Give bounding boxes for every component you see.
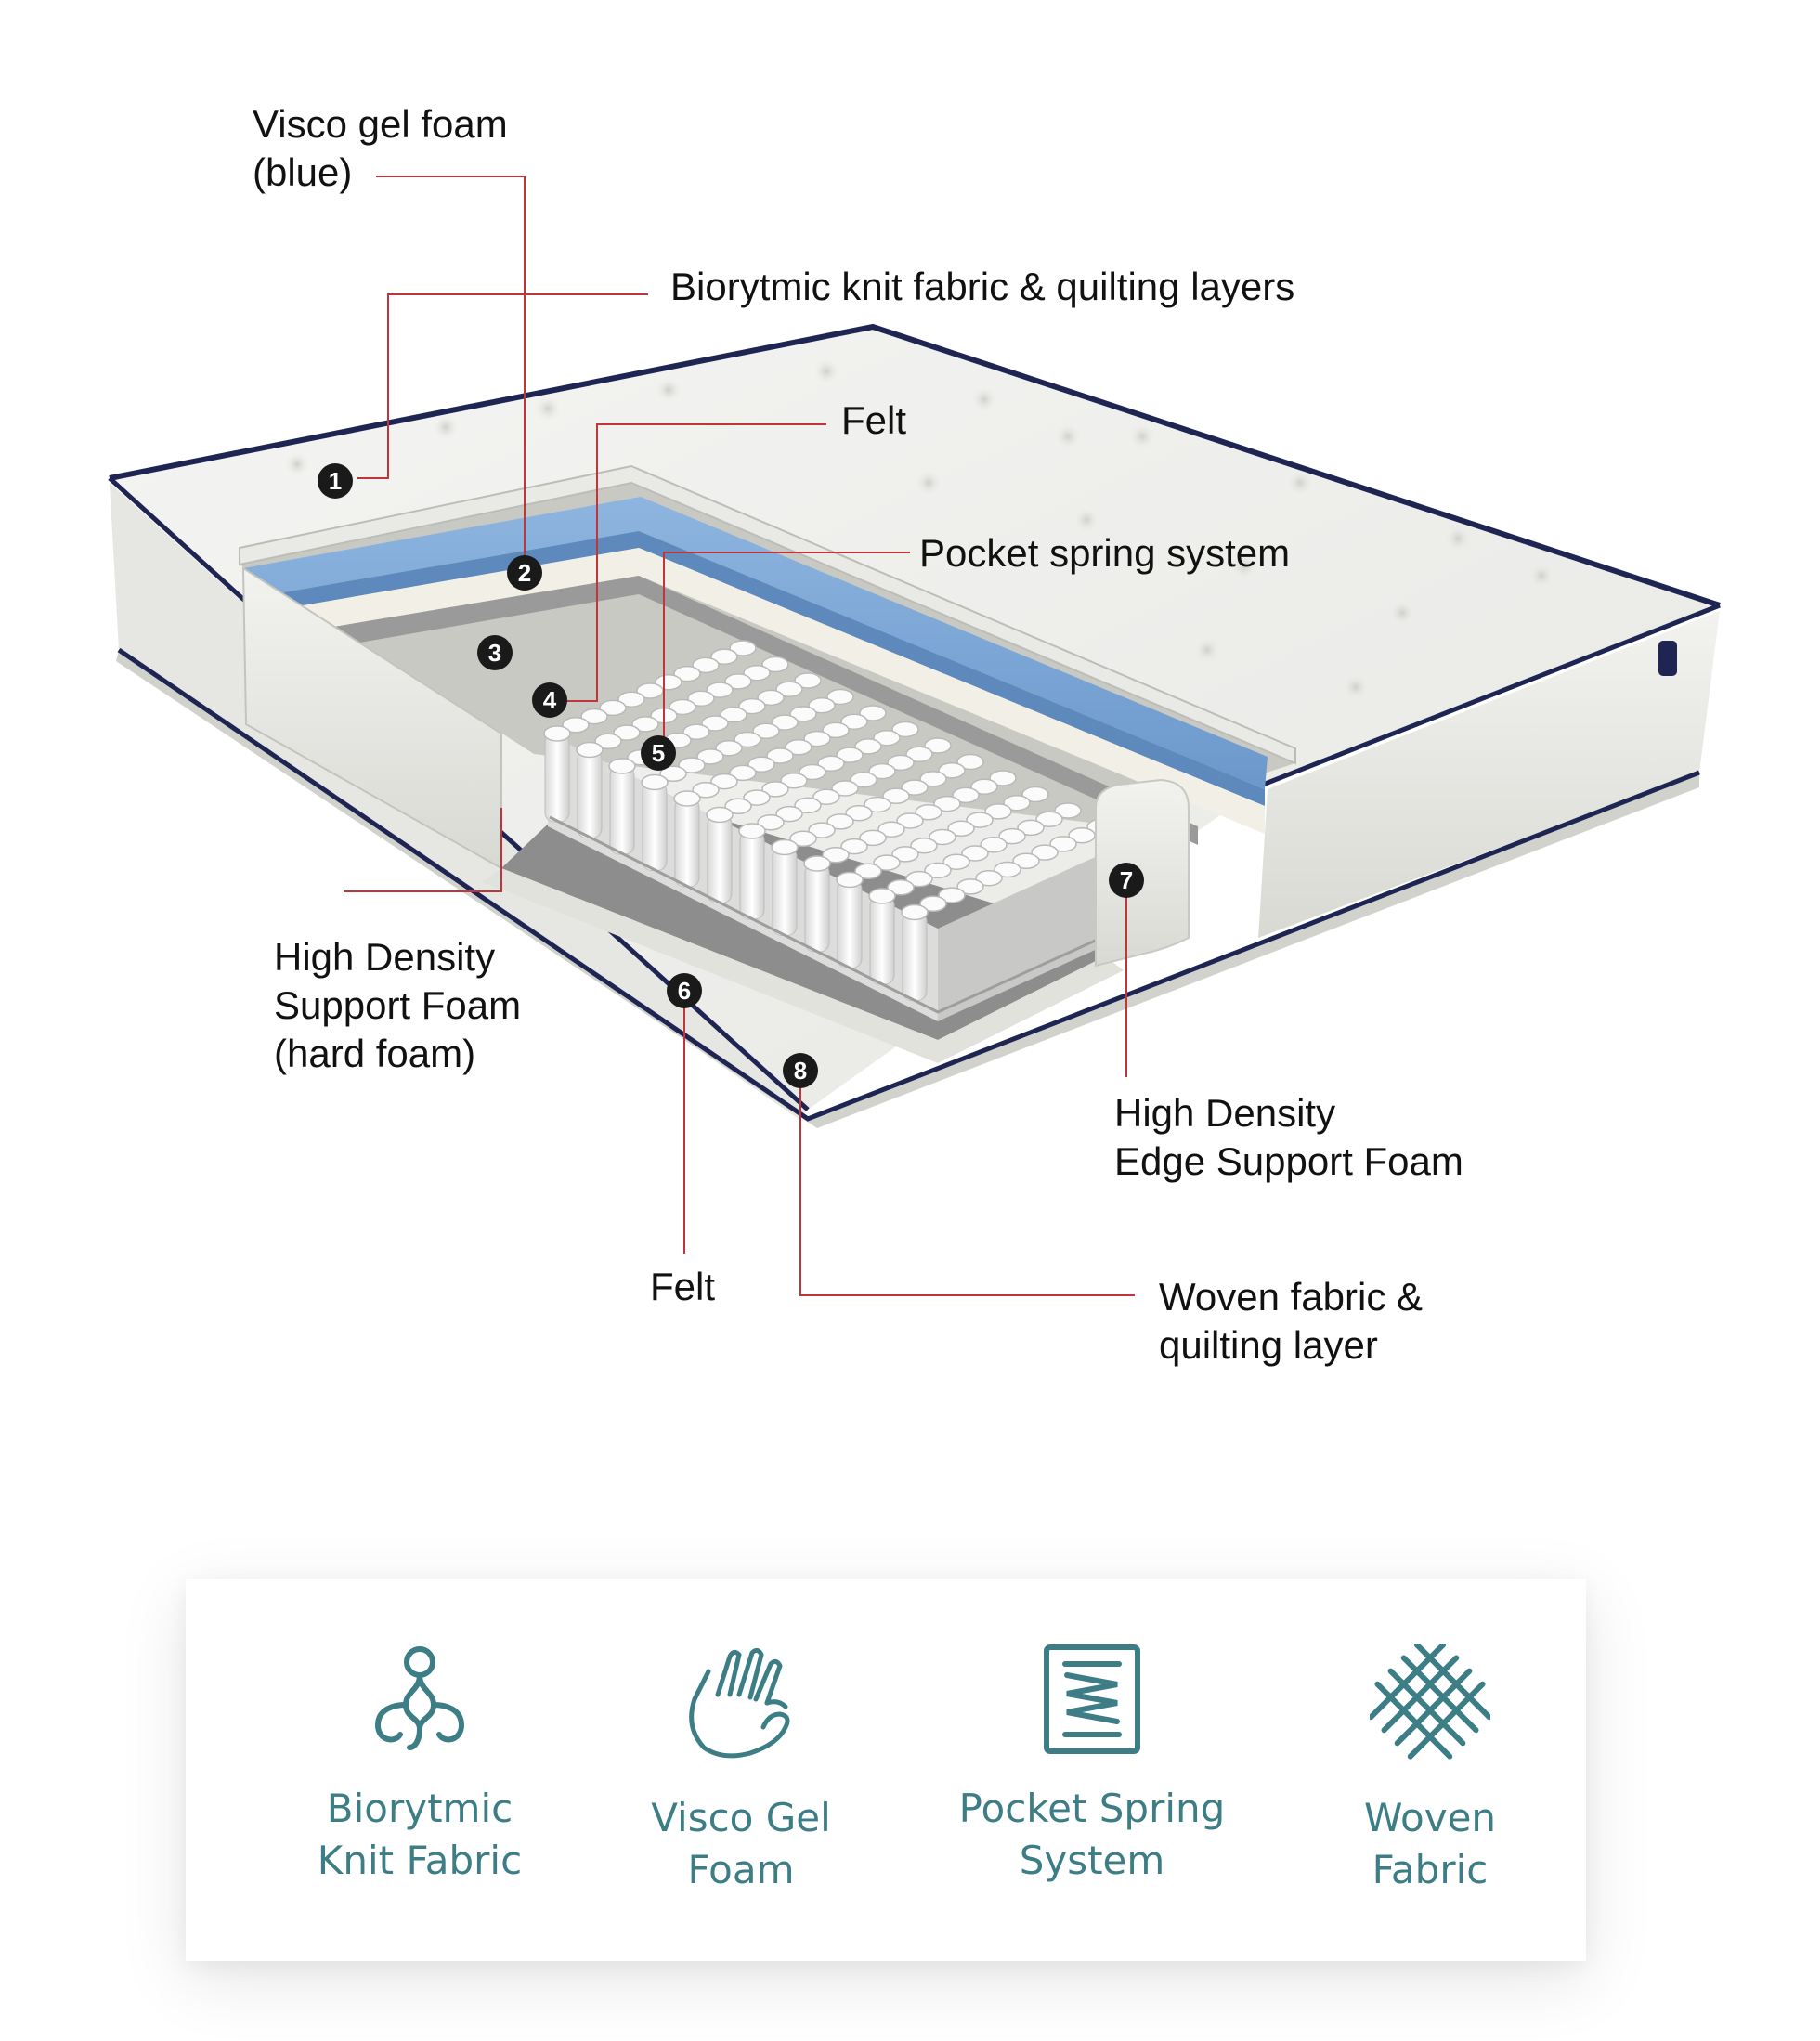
badge-5: 5 (641, 735, 676, 771)
spring-cap (544, 726, 570, 741)
spring-pocket (903, 913, 927, 1001)
svg-text:2: 2 (518, 559, 531, 587)
spring-cap (609, 759, 635, 774)
badge-1: 1 (318, 463, 353, 499)
spring-pocket (740, 831, 764, 919)
spring-cap (577, 743, 603, 758)
spring-cap (902, 905, 928, 920)
spring-cap (674, 791, 700, 806)
spring-pocket (545, 734, 569, 822)
spring-cap (642, 775, 668, 790)
callout-biorytmic-knit-fabric: Biorytmic knit fabric & quilting layers (670, 263, 1294, 311)
woven-pattern-icon (1370, 1644, 1490, 1764)
svg-text:4: 4 (543, 686, 557, 714)
hand-press-icon (676, 1644, 806, 1764)
feature-biorytmic-knit-fabric: Biorytmic Knit Fabric (262, 1644, 578, 1922)
spring-pocket (578, 750, 602, 838)
spring-pocket (643, 783, 667, 871)
svg-text:6: 6 (678, 977, 691, 1005)
badge-4: 4 (532, 682, 567, 718)
spring-cap (804, 856, 830, 871)
spring-cap (869, 889, 895, 904)
feature-woven-fabric: Woven Fabric (1272, 1644, 1588, 1922)
mattress-cutaway-diagram: 1 2 3 4 5 6 7 8 (0, 0, 1820, 1449)
callout-hd-edge-support-foam: High Density Edge Support Foam (1114, 1089, 1463, 1186)
spring-pocket (610, 766, 634, 854)
badge-8: 8 (783, 1053, 818, 1088)
knit-fabric-icon (369, 1644, 471, 1755)
spring-coil-icon (1041, 1644, 1143, 1755)
spring-pocket (805, 864, 829, 952)
spring-cap (837, 873, 863, 888)
spring-cap (739, 824, 765, 838)
callout-felt-top: Felt (841, 396, 906, 445)
feature-label: Pocket Spring System (934, 1783, 1250, 1887)
feature-label: Visco Gel Foam (583, 1792, 899, 1896)
callout-hd-support-foam: High Density Support Foam (hard foam) (274, 933, 521, 1078)
feature-pocket-spring-system: Pocket Spring System (934, 1644, 1250, 1922)
svg-text:3: 3 (488, 639, 501, 667)
badge-7: 7 (1109, 863, 1144, 898)
brand-tag (1658, 641, 1677, 676)
callout-pocket-spring-system: Pocket spring system (919, 529, 1290, 578)
svg-text:5: 5 (652, 739, 665, 767)
feature-label: Woven Fabric (1272, 1792, 1588, 1896)
spring-cap (707, 808, 733, 823)
badge-6: 6 (667, 973, 702, 1008)
spring-pocket (870, 896, 894, 984)
svg-text:1: 1 (329, 467, 342, 495)
spring-pocket (708, 815, 732, 904)
svg-text:7: 7 (1120, 866, 1133, 894)
spring-pocket (675, 799, 699, 887)
svg-text:8: 8 (794, 1057, 807, 1085)
badge-2: 2 (507, 555, 542, 591)
spring-pocket (773, 848, 797, 936)
callout-visco-gel-foam: Visco gel foam (blue) (253, 100, 508, 197)
spring-pocket (838, 880, 862, 968)
features-card: Biorytmic Knit Fabric Visco Gel Foam Poc… (186, 1579, 1586, 1961)
feature-visco-gel-foam: Visco Gel Foam (583, 1644, 899, 1922)
spring-cap (772, 840, 798, 855)
feature-label: Biorytmic Knit Fabric (262, 1783, 578, 1887)
badge-3: 3 (477, 635, 513, 670)
callout-felt-bottom: Felt (650, 1263, 715, 1311)
callout-woven-fabric: Woven fabric & quilting layer (1159, 1273, 1423, 1370)
